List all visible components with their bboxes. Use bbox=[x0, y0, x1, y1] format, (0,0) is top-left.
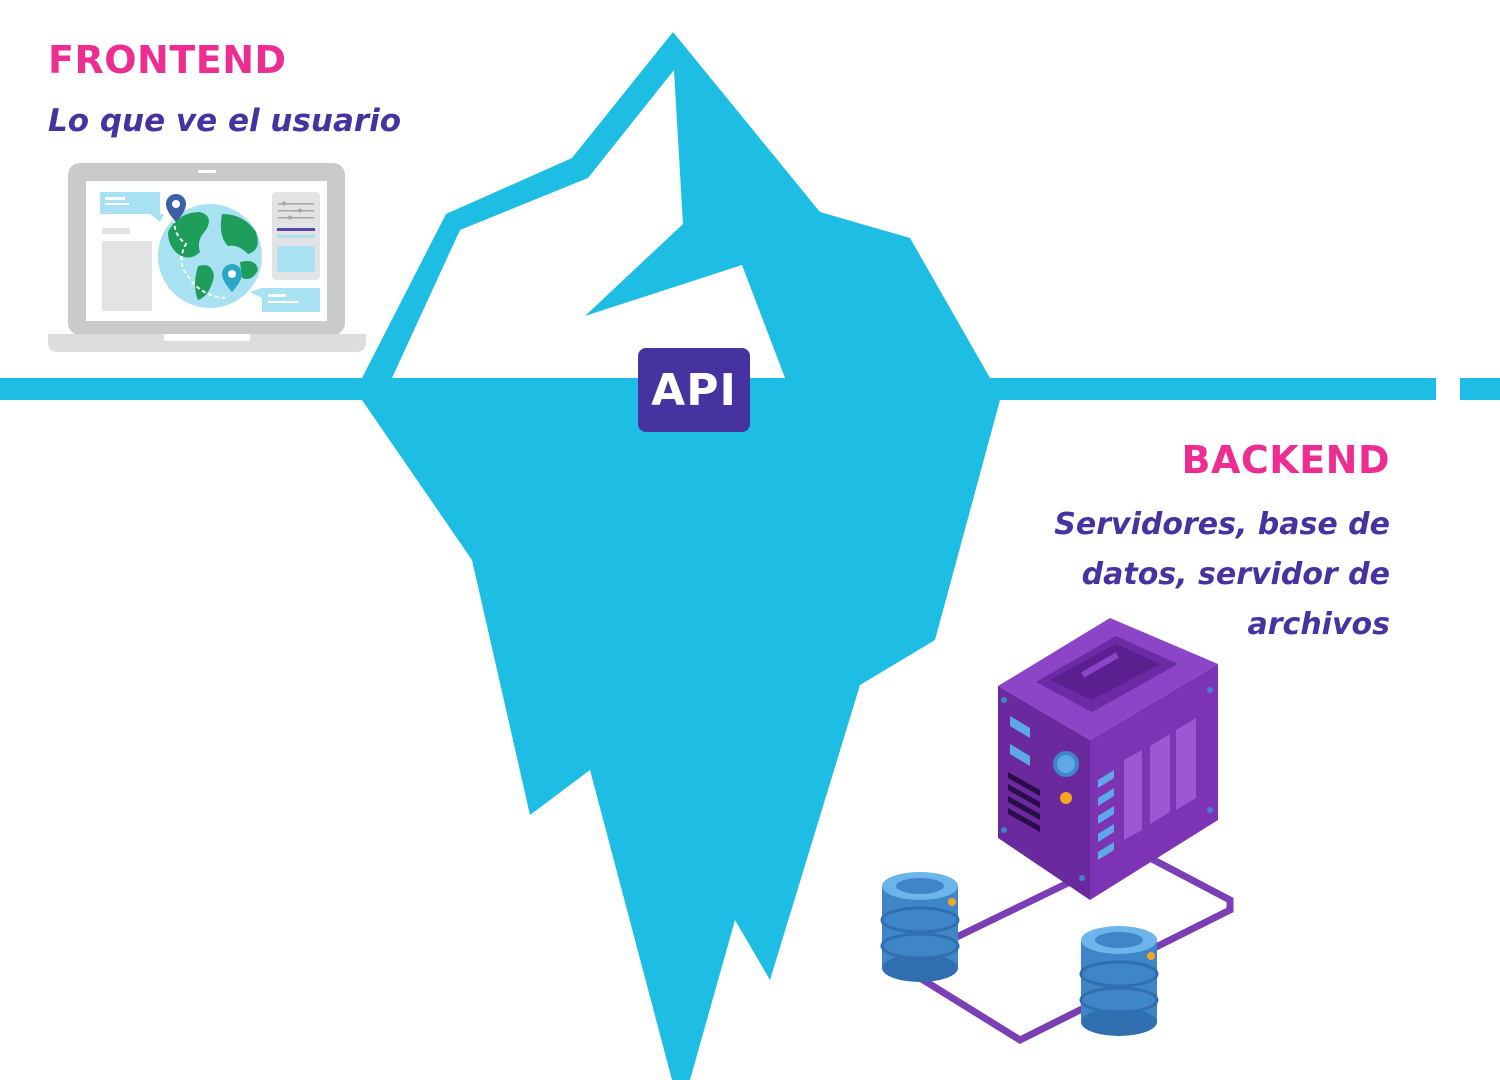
chat-bubble-icon bbox=[100, 192, 320, 312]
database-icon bbox=[880, 872, 1159, 1036]
frontend-title: FRONTEND bbox=[48, 38, 287, 82]
backend-title: BACKEND bbox=[1181, 438, 1390, 482]
waterline bbox=[0, 378, 1500, 400]
iceberg-underwater bbox=[362, 400, 1000, 1080]
server-icon bbox=[998, 618, 1218, 900]
laptop-icon bbox=[48, 163, 366, 352]
iceberg-tip bbox=[362, 32, 990, 378]
backend-subtitle: Servidores, base de datos, servidor de a… bbox=[1054, 507, 1390, 642]
frontend-subtitle: Lo que ve el usuario bbox=[48, 103, 402, 139]
api-badge: API bbox=[638, 348, 750, 432]
map-pin-icon bbox=[166, 194, 242, 292]
globe-icon bbox=[158, 204, 262, 308]
settings-panel-icon bbox=[272, 192, 320, 280]
